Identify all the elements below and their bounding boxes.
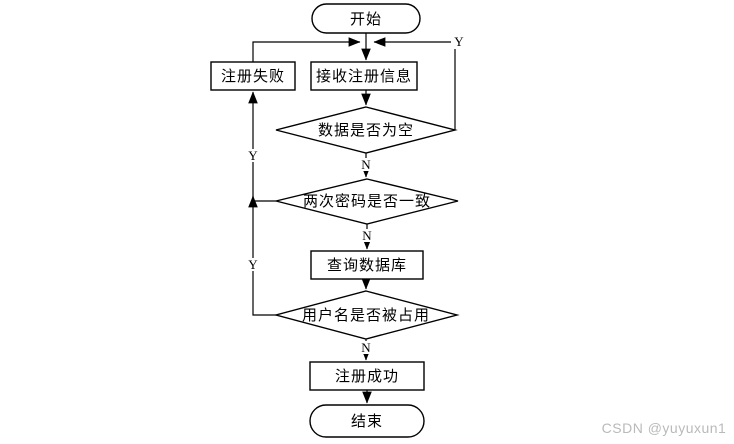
node-register-success: 注册成功 [309, 361, 425, 391]
process-shape [309, 361, 425, 391]
label-bg [360, 341, 372, 354]
node-end: 结束 [309, 404, 425, 438]
branch-label-check-username-yes: Y [248, 257, 258, 272]
label-bg [247, 258, 259, 271]
label-bg [451, 35, 466, 49]
edge-check-username-yes-to-fail [248, 195, 276, 316]
branch-label-check-empty-yes: Y [454, 34, 464, 49]
branch-label-check-username-no: N [361, 340, 371, 355]
branch-label-check-password-yes: Y [248, 148, 258, 163]
node-check-password: 两次密码是否一致 [275, 178, 459, 225]
node-check-password-label: 两次密码是否一致 [303, 193, 431, 210]
label-bg [360, 158, 372, 171]
node-check-empty-label: 数据是否为空 [318, 122, 414, 139]
label-bg [247, 149, 259, 162]
terminator-shape [309, 404, 425, 438]
csdn-watermark: CSDN @yuyuxun1 [602, 420, 727, 436]
process-shape [210, 61, 296, 91]
node-end-label: 结束 [351, 413, 383, 430]
branch-label-check-empty-no: N [361, 157, 371, 172]
node-start: 开始 [311, 3, 421, 34]
process-shape [310, 61, 418, 91]
decision-shape [275, 106, 458, 154]
node-register-fail: 注册失败 [210, 61, 296, 91]
decision-shape [273, 290, 460, 340]
process-shape [310, 250, 424, 280]
edge-check-password-yes-to-fail [248, 91, 276, 202]
node-register-fail-label: 注册失败 [221, 68, 285, 85]
label-bg [361, 229, 373, 242]
node-receive-label: 接收注册信息 [316, 68, 412, 85]
branch-label-check-password-no: N [362, 228, 372, 243]
node-register-success-label: 注册成功 [335, 368, 399, 385]
node-receive: 接收注册信息 [310, 61, 418, 91]
node-check-username-label: 用户名是否被占用 [302, 307, 430, 324]
node-query-db: 查询数据库 [310, 250, 424, 280]
node-check-empty: 数据是否为空 [275, 106, 458, 154]
node-check-username: 用户名是否被占用 [273, 290, 460, 340]
node-query-db-label: 查询数据库 [327, 257, 407, 274]
edge-fail-to-junction [252, 37, 361, 62]
decision-shape [275, 178, 459, 225]
terminator-shape [311, 3, 421, 34]
node-start-label: 开始 [350, 11, 382, 28]
